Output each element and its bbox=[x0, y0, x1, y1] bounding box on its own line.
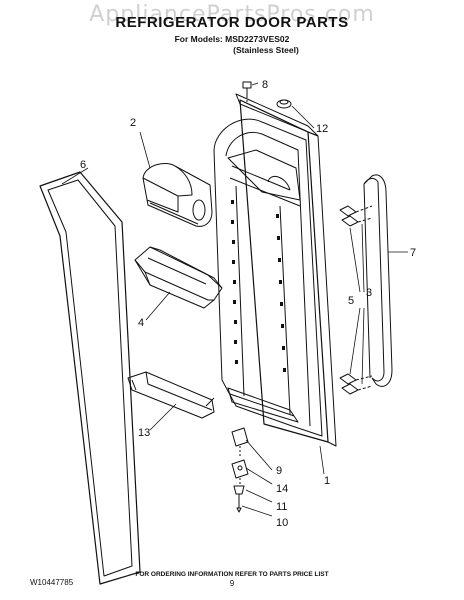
leader-lines bbox=[61, 82, 408, 517]
door-gasket bbox=[39, 171, 141, 585]
top-screw bbox=[242, 81, 252, 104]
callout-5: 5 bbox=[348, 295, 354, 307]
page-title: REFRIGERATOR DOOR PARTS bbox=[115, 14, 349, 31]
page-number: 9 bbox=[229, 579, 235, 588]
models-line: For Models: MSD2273VES02 bbox=[174, 34, 290, 44]
callout-13: 13 bbox=[138, 427, 150, 439]
callout-10: 10 bbox=[276, 517, 288, 529]
callout-6: 6 bbox=[80, 159, 86, 171]
finish-line: (Stainless Steel) bbox=[233, 45, 299, 55]
handle-fasteners bbox=[339, 205, 373, 395]
watermark: AppliancePartsPros.com bbox=[89, 2, 375, 27]
callout-8: 8 bbox=[262, 79, 268, 91]
document-number: W10447785 bbox=[30, 578, 74, 587]
callout-4: 4 bbox=[138, 317, 144, 329]
callout-14: 14 bbox=[276, 483, 288, 495]
lower-hinge-hardware bbox=[231, 427, 249, 513]
callout-1: 1 bbox=[324, 475, 330, 487]
callout-9: 9 bbox=[276, 465, 282, 477]
callout-12: 12 bbox=[316, 123, 328, 135]
door-shelf bbox=[127, 371, 215, 419]
door-bin bbox=[134, 246, 223, 309]
dairy-door bbox=[142, 163, 213, 227]
door-handle bbox=[363, 174, 393, 387]
callout-2: 2 bbox=[130, 117, 136, 129]
ordering-note: FOR ORDERING INFORMATION REFER TO PARTS … bbox=[135, 571, 329, 578]
callout-7: 7 bbox=[410, 247, 416, 259]
top-hinge-bushing bbox=[276, 99, 292, 109]
door-assembly bbox=[213, 93, 337, 447]
callout-3: 3 bbox=[366, 287, 372, 299]
callout-11: 11 bbox=[276, 501, 287, 513]
